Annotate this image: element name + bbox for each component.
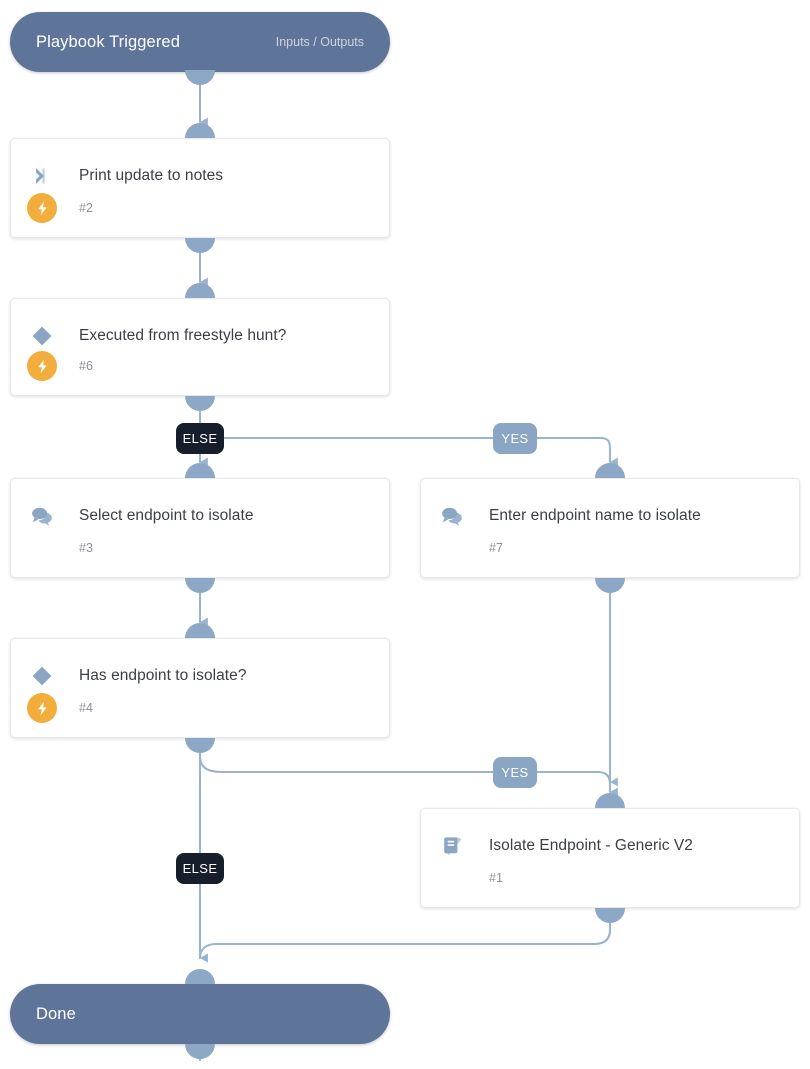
task-card-6-id: #6 — [79, 359, 93, 373]
connector-handle-start-out[interactable] — [185, 70, 215, 85]
branch-label-yes-task4[interactable]: YES — [493, 757, 537, 788]
task-card-4-footer: #4 — [11, 693, 389, 723]
command-arrow-icon — [27, 161, 57, 191]
start-node-inputs-outputs-link[interactable]: Inputs / Outputs — [275, 35, 364, 49]
start-node-title: Playbook Triggered — [36, 32, 180, 51]
task-card-7-title: Enter endpoint name to isolate — [489, 507, 701, 524]
connector-handle-task4-out[interactable] — [185, 738, 215, 753]
task-card-2-id: #2 — [79, 201, 93, 215]
connector-handle-task3-out[interactable] — [185, 578, 215, 593]
task-card-1-id: #1 — [489, 871, 503, 885]
task-card-2[interactable]: Print update to notes #2 — [10, 138, 390, 238]
task-card-7-automation-slot — [437, 533, 467, 563]
task-card-3-header: Select endpoint to isolate — [11, 479, 389, 531]
condition-diamond-icon — [27, 321, 57, 351]
task-card-4-id: #4 — [79, 701, 93, 715]
task-card-3-automation-slot — [27, 533, 57, 563]
task-card-4[interactable]: Has endpoint to isolate? #4 — [10, 638, 390, 738]
connector-handle-done-in[interactable] — [185, 969, 215, 984]
task-card-4-header: Has endpoint to isolate? — [11, 639, 389, 691]
done-node-title: Done — [36, 1004, 76, 1023]
data-collection-icon — [27, 501, 57, 531]
automation-lightning-icon — [27, 693, 57, 723]
connector-handle-task4-in[interactable] — [185, 623, 215, 638]
task-card-7[interactable]: Enter endpoint name to isolate #7 — [420, 478, 800, 578]
task-card-1-footer: #1 — [421, 863, 799, 893]
task-card-6-automation-slot — [27, 351, 57, 381]
task-card-7-header: Enter endpoint name to isolate — [421, 479, 799, 531]
connector-handle-task7-out[interactable] — [595, 578, 625, 593]
task-card-2-title: Print update to notes — [79, 167, 224, 184]
connector-handle-task2-out[interactable] — [185, 238, 215, 253]
task-card-7-footer: #7 — [421, 533, 799, 563]
task-card-6-title: Executed from freestyle hunt? — [79, 327, 287, 344]
task-card-6[interactable]: Executed from freestyle hunt? #6 — [10, 298, 390, 396]
task-card-2-header: Print update to notes — [11, 139, 389, 191]
connector-handle-task2-in[interactable] — [185, 123, 215, 138]
connector-handle-task3-in[interactable] — [185, 463, 215, 478]
connector-handle-task6-out[interactable] — [185, 396, 215, 411]
playbook-start-node[interactable]: Playbook Triggered Inputs / Outputs — [10, 12, 390, 72]
task-card-1-title: Isolate Endpoint - Generic V2 — [489, 837, 693, 854]
connector-handle-task1-out[interactable] — [595, 908, 625, 923]
task-card-6-footer: #6 — [11, 351, 389, 381]
task-card-3-title: Select endpoint to isolate — [79, 507, 254, 524]
task-card-3-id: #3 — [79, 541, 93, 555]
task-card-3[interactable]: Select endpoint to isolate #3 — [10, 478, 390, 578]
automation-lightning-icon — [27, 351, 57, 381]
task-card-6-header: Executed from freestyle hunt? — [11, 299, 389, 351]
automation-lightning-icon — [27, 193, 57, 223]
task-card-1-automation-slot — [437, 863, 467, 893]
task-card-1[interactable]: Isolate Endpoint - Generic V2 #1 — [420, 808, 800, 908]
data-collection-icon — [437, 501, 467, 531]
task-card-2-footer: #2 — [11, 193, 389, 223]
playbook-done-node[interactable]: Done — [10, 984, 390, 1044]
task-card-2-automation-slot — [27, 193, 57, 223]
branch-label-else-task4[interactable]: ELSE — [176, 853, 224, 884]
task-card-4-title: Has endpoint to isolate? — [79, 667, 247, 684]
connector-handle-done-out[interactable] — [185, 1044, 215, 1059]
branch-label-else-task6[interactable]: ELSE — [176, 423, 224, 454]
branch-label-yes-task6[interactable]: YES — [493, 423, 537, 454]
sub-playbook-book-icon — [437, 831, 467, 861]
task-card-4-automation-slot — [27, 693, 57, 723]
task-card-1-header: Isolate Endpoint - Generic V2 — [421, 809, 799, 861]
task-card-3-footer: #3 — [11, 533, 389, 563]
task-card-7-id: #7 — [489, 541, 503, 555]
connector-handle-task1-in[interactable] — [595, 793, 625, 808]
connector-handle-task7-in[interactable] — [595, 463, 625, 478]
connector-handle-task6-in[interactable] — [185, 283, 215, 298]
condition-diamond-icon — [27, 661, 57, 691]
